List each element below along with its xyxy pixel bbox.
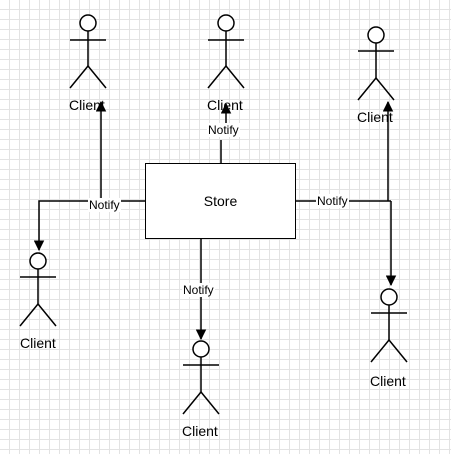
client-label-bottom-right: Client: [370, 373, 406, 389]
actor-client-top-center: [207, 14, 245, 89]
store-node[interactable]: Store: [145, 163, 296, 239]
actor-client-top-right: [357, 26, 395, 101]
edge-label-right: Notify: [316, 194, 349, 208]
actor-client-bottom-right: [370, 288, 408, 363]
edge-top-center-line: [220, 102, 232, 163]
actor-client-left: [19, 252, 57, 327]
client-label-bottom-center: Client: [182, 423, 218, 439]
client-label-top-right: Client: [357, 109, 393, 125]
client-label-top-left: Client: [69, 97, 105, 113]
edge-label-bottom: Notify: [182, 283, 215, 297]
edge-label-left: Notify: [88, 198, 121, 212]
actor-client-bottom-center: [182, 340, 220, 415]
actor-client-top-left: [69, 14, 107, 89]
client-label-left: Client: [20, 335, 56, 351]
client-label-top-center: Client: [207, 97, 243, 113]
edge-label-top-center: Notify: [207, 123, 240, 137]
store-label: Store: [203, 193, 238, 209]
